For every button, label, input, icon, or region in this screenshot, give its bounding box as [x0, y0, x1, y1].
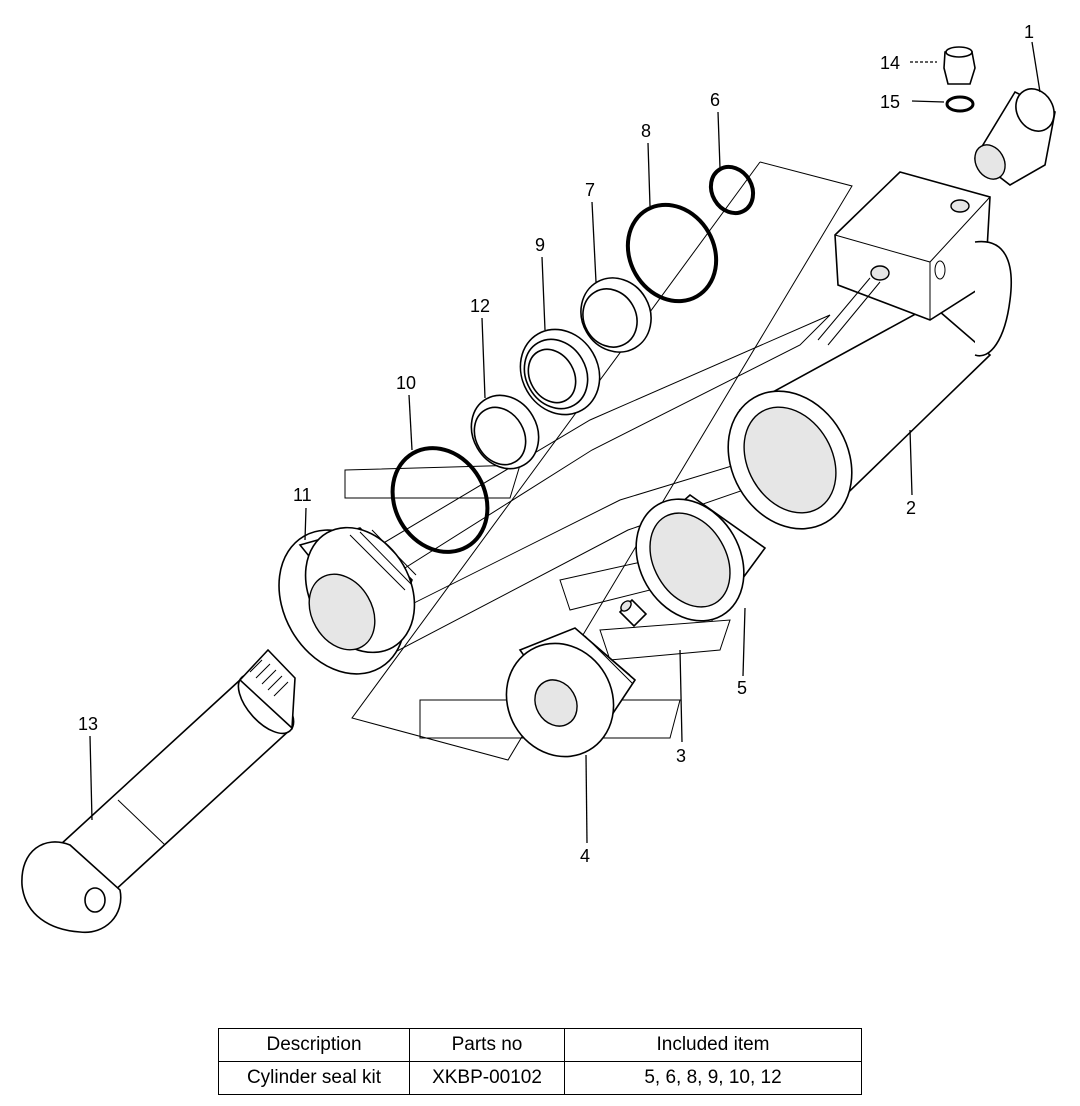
table-header-row: Description Parts no Included item	[218, 1028, 862, 1062]
exploded-cylinder-diagram: 1 2 3 4 5 6 7 8 9 10 11 12 13 14 15	[21, 22, 1056, 933]
seal-9	[519, 328, 601, 416]
header-parts-no: Parts no	[409, 1028, 565, 1062]
piston-rod	[21, 648, 296, 933]
o-ring-6	[708, 164, 756, 216]
backup-ring-12	[470, 394, 540, 470]
o-ring-8	[625, 202, 719, 304]
header-included-item: Included item	[564, 1028, 862, 1062]
header-description: Description	[218, 1028, 410, 1062]
cell-parts-no: XKBP-00102	[409, 1061, 565, 1095]
callout-12: 12	[470, 296, 490, 316]
leader-lines	[89, 41, 1041, 844]
callout-1: 1	[1024, 22, 1034, 42]
gland	[278, 526, 417, 675]
cell-description: Cylinder seal kit	[218, 1061, 410, 1095]
callout-2: 2	[906, 498, 916, 518]
callout-7: 7	[585, 180, 595, 200]
seal-kit-table: Description Parts no Included item Cylin…	[218, 1028, 862, 1095]
o-ring-10	[390, 446, 490, 554]
callout-13: 13	[78, 714, 98, 734]
callout-3: 3	[676, 746, 686, 766]
wear-ring-7	[580, 277, 652, 353]
cell-included-item: 5, 6, 8, 9, 10, 12	[564, 1061, 862, 1095]
o-ring-15	[945, 95, 975, 113]
callout-10: 10	[396, 373, 416, 393]
piston	[505, 627, 637, 758]
table-row: Cylinder seal kit XKBP-00102 5, 6, 8, 9,…	[218, 1061, 862, 1095]
callout-15: 15	[880, 92, 900, 112]
callout-4: 4	[580, 846, 590, 866]
callout-11: 11	[293, 485, 312, 505]
cylinder-tube	[727, 171, 1012, 530]
callout-6: 6	[710, 90, 720, 110]
callout-9: 9	[535, 235, 545, 255]
fitting	[973, 88, 1056, 186]
set-screw	[618, 598, 648, 628]
plug	[943, 46, 976, 85]
piston-seal-5	[635, 493, 767, 622]
callout-8: 8	[641, 121, 651, 141]
callout-5: 5	[737, 678, 747, 698]
callout-14: 14	[880, 53, 900, 73]
